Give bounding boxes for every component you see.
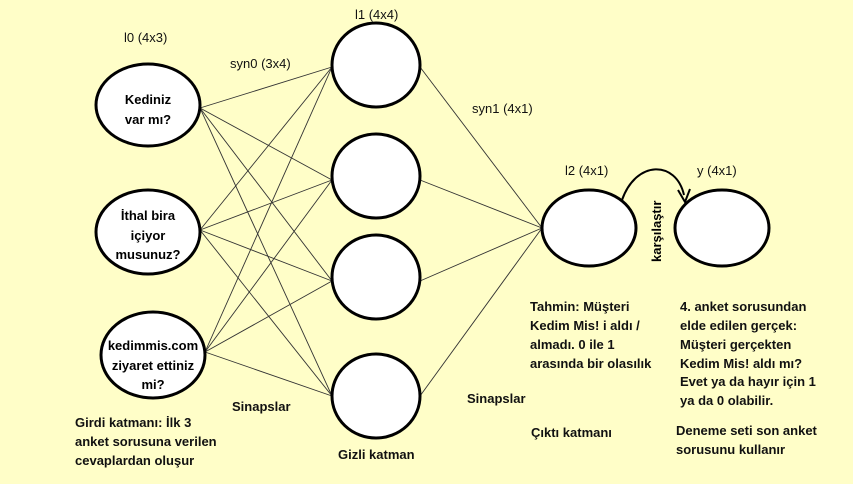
hidden-node-3: [330, 233, 422, 321]
hidden-node-1: [330, 21, 422, 109]
syn0-line-2-2: [199, 179, 333, 231]
compare-label: karşılaştır: [649, 201, 664, 262]
syn0-label: syn0 (3x4): [230, 56, 291, 71]
syn1-connections: [419, 66, 543, 397]
l1-label: l1 (4x4): [355, 7, 399, 22]
l0-label: l0 (4x3): [124, 30, 168, 45]
compare-arrowhead: [677, 188, 691, 205]
hidden-node-2: [330, 132, 422, 220]
output-layer-caption: Çıktı katmanı: [531, 425, 612, 440]
input-layer-caption: Girdi katmanı: İlk 3 anket sorusuna veri…: [75, 415, 217, 468]
syn0-line-2-4: [199, 229, 333, 397]
input-node-1: [94, 62, 202, 148]
input-node-3-text: kedimmis.com ziyaret ettiniz mi?: [107, 338, 199, 392]
syn0-line-1-1: [199, 66, 333, 109]
syn1-label: syn1 (4x1): [472, 101, 533, 116]
syn1-line-4: [419, 227, 543, 397]
syn0-line-3-1: [204, 66, 333, 353]
test-set-caption: Deneme seti son anket sorusunu kullanır: [676, 423, 817, 457]
y-label: y (4x1): [697, 163, 737, 178]
syn0-line-3-2: [204, 179, 333, 353]
truth-caption: 4. anket sorusundan elde edilen gerçek: …: [680, 299, 816, 409]
syn0-connections: [199, 66, 333, 397]
syn0-line-1-2: [199, 107, 333, 181]
hidden-layer-caption: Gizli katman: [338, 447, 415, 462]
l2-label: l2 (4x1): [565, 163, 609, 178]
syn0-line-3-4: [204, 351, 333, 397]
prediction-caption: Tahmin: Müşteri Kedim Mis! i aldı / alma…: [530, 299, 652, 371]
synapses-right-caption: Sinapslar: [467, 391, 526, 406]
compare-arrow: [621, 168, 685, 201]
input-node-2-text: İthal bira içiyor musunuz?: [115, 208, 181, 262]
syn1-line-1: [419, 66, 543, 229]
output-node-l2: [540, 188, 638, 268]
input-node-2: [94, 188, 202, 276]
target-node-y: [673, 188, 771, 268]
syn0-line-1-3: [199, 107, 333, 282]
syn1-line-3: [419, 227, 543, 282]
input-node-3: [99, 310, 207, 400]
syn0-line-1-4: [199, 107, 333, 397]
syn0-line-2-3: [199, 229, 333, 282]
synapses-left-caption: Sinapslar: [232, 399, 291, 414]
syn0-line-3-3: [204, 280, 333, 353]
syn0-line-2-1: [199, 66, 333, 231]
syn1-line-2: [419, 179, 543, 229]
hidden-node-4: [330, 352, 422, 440]
input-node-1-text: Kediniz var mı?: [124, 92, 172, 127]
